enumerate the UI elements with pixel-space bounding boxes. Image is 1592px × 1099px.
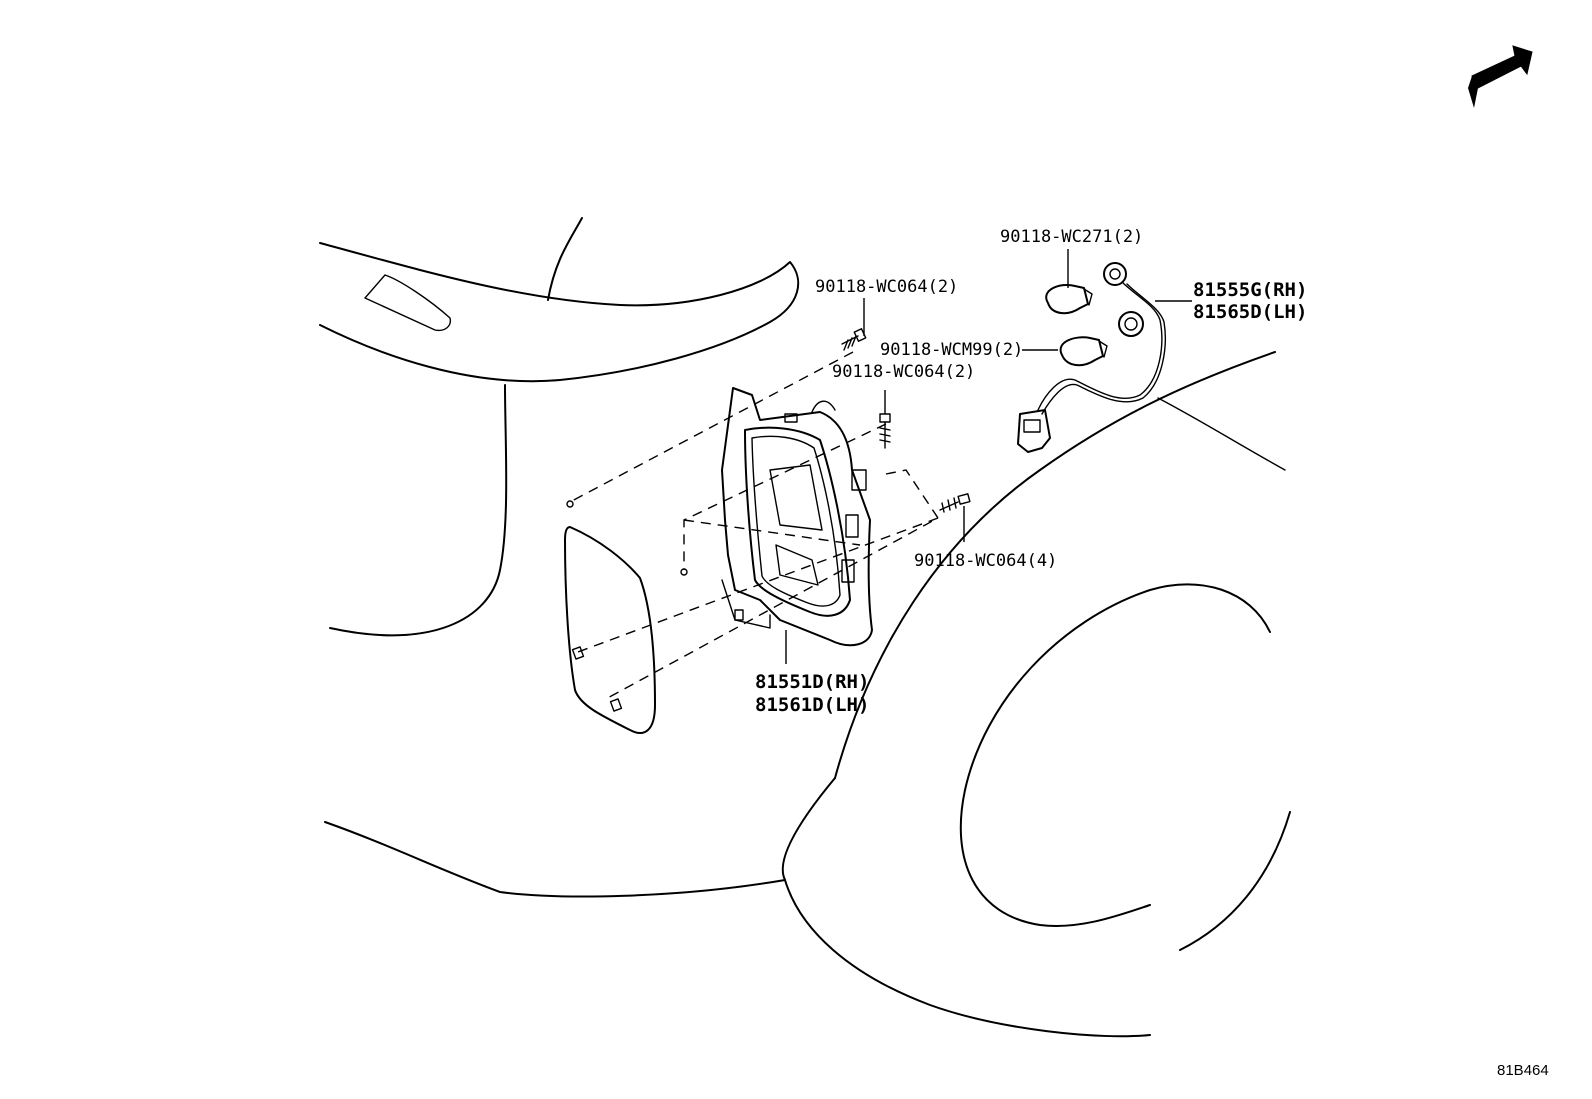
label-bulb-upper: 90118-WC271(2) — [1000, 227, 1143, 247]
bulb-lower-icon — [1059, 336, 1108, 367]
label-screw-right: 90118-WC064(4) — [914, 551, 1057, 571]
reference-code: 81B464 — [1497, 1062, 1549, 1079]
label-screw-top-left: 90118-WC064(2) — [815, 277, 958, 297]
label-socket-wire-lh: 81565D(LH) — [1193, 301, 1307, 323]
label-lamp-rh: 81551D(RH) — [755, 671, 869, 693]
alignment-dashed-lines — [569, 351, 940, 701]
leader-lines — [785, 249, 1192, 664]
lamp-opening-recess — [564, 500, 688, 734]
screw-icon — [939, 493, 971, 513]
bulb-upper-icon — [1045, 284, 1093, 315]
socket-wire-assembly — [1017, 262, 1166, 453]
lamp-housing-assembly — [721, 387, 873, 647]
label-bulb-lower: 90118-WCM99(2) — [880, 340, 1023, 360]
vehicle-body-outline — [319, 217, 1291, 1038]
label-socket-wire-rh: 81555G(RH) — [1193, 279, 1307, 301]
label-lamp-lh: 81561D(LH) — [755, 694, 869, 716]
fwd-arrow-icon: FWD — [1468, 45, 1533, 108]
screw-icon — [879, 413, 891, 449]
label-screw-middle: 90118-WC064(2) — [832, 362, 975, 382]
screw-icon — [841, 328, 867, 351]
